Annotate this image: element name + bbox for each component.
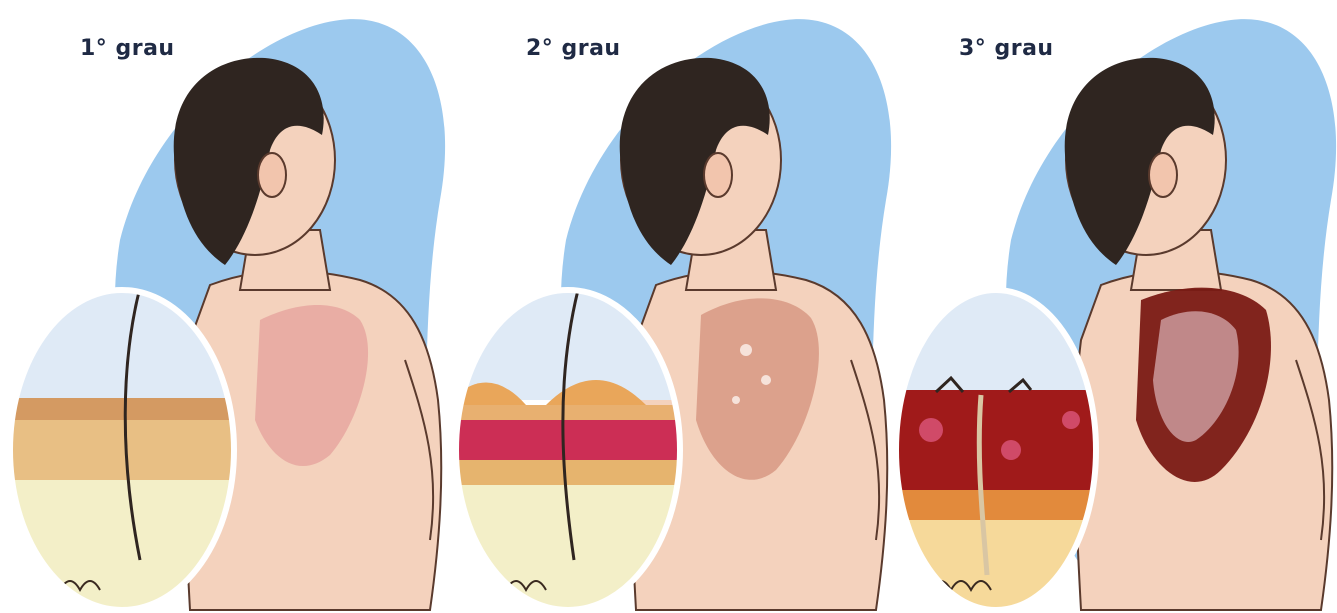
second-degree-illustration [446,0,892,613]
panel-title-first-degree: 1° grau [80,36,175,61]
panel-first-degree: 1° grau [0,0,446,613]
person-ear [1149,153,1177,197]
first-degree-illustration [0,0,446,613]
person-ear [704,153,732,197]
person-ear [258,153,286,197]
third-degree-illustration [891,0,1337,613]
panel-title-third-degree: 3° grau [959,36,1054,61]
panel-third-degree: 3° grau [891,0,1337,613]
panel-title-second-degree: 2° grau [526,36,621,61]
panel-second-degree: 2° grau [446,0,892,613]
